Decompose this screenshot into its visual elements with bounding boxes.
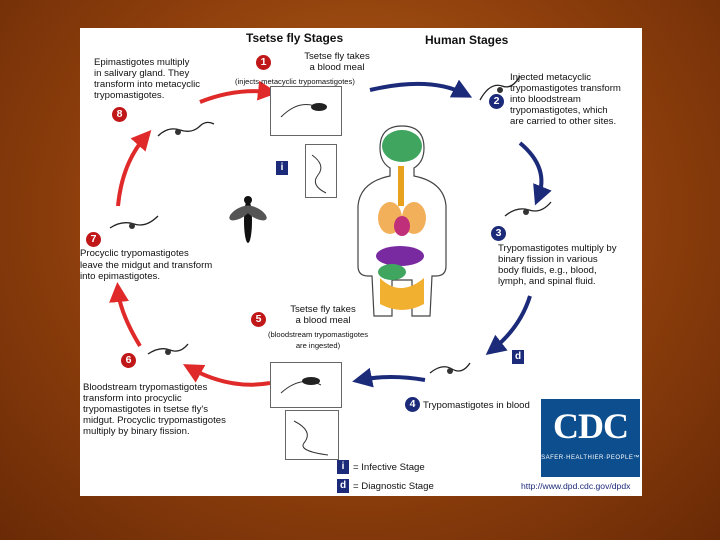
header-human-stages: Human Stages (425, 33, 509, 47)
cdc-logo: CDC SAFER·HEALTHIER·PEOPLE™ (541, 399, 640, 477)
legend-diagnostic-icon: d (337, 479, 349, 493)
step-5-badge: 5 (251, 312, 266, 327)
cdc-logo-text: CDC (553, 406, 629, 446)
parasite-bloodstream (504, 201, 552, 217)
step-4-badge: 4 (405, 397, 420, 412)
infective-stage-badge-inset: i (276, 161, 288, 175)
step-7-text: leave the midgut and transform into epim… (80, 260, 213, 282)
life-cycle-arrows (109, 75, 552, 388)
arrow-6-to-7 (109, 282, 142, 348)
step-1-title: Tsetse fly takes a blood meal (304, 51, 370, 73)
source-url-link[interactable]: http://www.dpd.cdc.gov/dpdx (521, 481, 631, 491)
arrow-3-to-d (485, 295, 532, 355)
step-7-title: Procyclic trypomastigotes (80, 248, 189, 259)
step-5-sub: (bloodstream trypomastigotes are ingeste… (267, 330, 369, 350)
step-6-text: Bloodstream trypomastigotes transform in… (83, 382, 226, 437)
life-cycle-panel: Tsetse fly Stages Human Stages 1 Tsetse … (80, 28, 642, 496)
step-1-sub: (injects metacyclic trypomastigotes) (235, 77, 355, 86)
step-8-badge: 8 (112, 107, 127, 122)
step-6-badge: 6 (121, 353, 136, 368)
header-tsetse-stages: Tsetse fly Stages (246, 31, 344, 45)
step-1-badge: 1 (256, 55, 271, 70)
arrow-2-to-3 (518, 141, 552, 206)
legend-diagnostic-label: = Diagnostic Stage (353, 481, 434, 492)
step-2-badge: 2 (489, 94, 504, 109)
parasite-inset-bottom (285, 410, 339, 460)
parasite-inset-top (305, 144, 337, 198)
tsetse-fly-illustration (229, 196, 267, 243)
step-5-title: Tsetse fly takes a blood meal (290, 304, 356, 326)
step-3-badge: 3 (491, 226, 506, 241)
fly-biting-inset-bottom (270, 362, 342, 408)
arrow-7-to-8 (116, 130, 152, 207)
arrow-1-to-2 (369, 79, 473, 98)
legend-infective-label: = Infective Stage (353, 462, 425, 473)
fly-biting-inset-top (270, 86, 342, 136)
arrow-4-to-5 (352, 367, 426, 388)
step-8-text: Epimastigotes multiply in salivary gland… (94, 57, 201, 101)
parasite-metacyclic (479, 75, 521, 101)
arrow-8-to-1 (199, 80, 278, 104)
legend-infective-icon: i (337, 460, 349, 474)
step-4-text: Trypomastigotes in blood (423, 400, 530, 411)
cdc-logo-tagline: SAFER·HEALTHIER·PEOPLE™ (541, 455, 640, 461)
human-body-illustration (357, 125, 447, 317)
step-2-text: Injected metacyclic trypomastigotes tran… (510, 72, 621, 127)
step-7-badge: 7 (86, 232, 101, 247)
step-3-text: Trypomastigotes multiply by binary fissi… (498, 243, 617, 287)
arrow-5-to-6 (182, 364, 271, 387)
diagnostic-stage-badge-blood: d (512, 350, 524, 364)
parasite-epimastigote (157, 121, 215, 137)
